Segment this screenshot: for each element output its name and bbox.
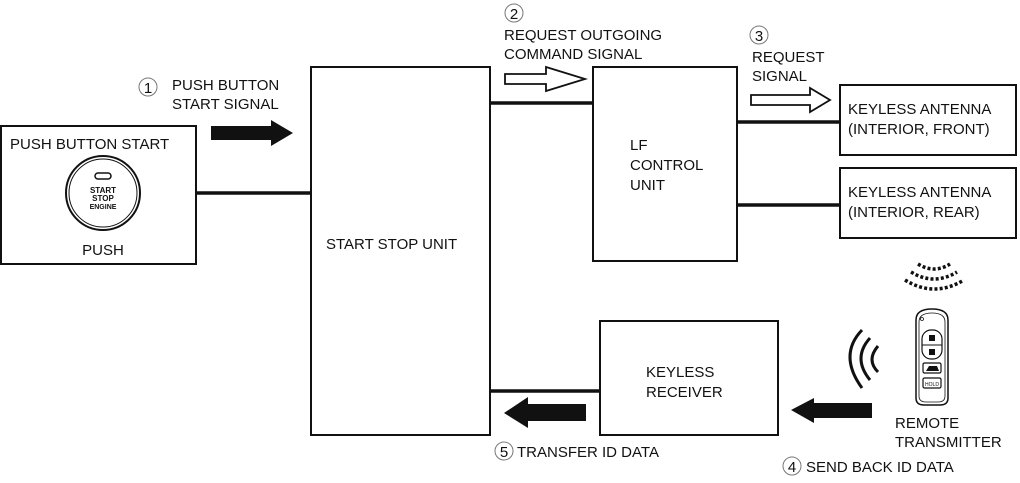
lf-control-unit-box [592,66,738,262]
key-fob-icon[interactable]: HOLD [915,308,949,406]
radio-wave-up-icon [904,262,965,291]
lf-control-line-2: CONTROL [630,157,703,174]
start-stop-button-icon[interactable]: START STOP ENGINE [65,155,141,231]
step-1-circle [138,77,158,97]
step-5-circle [494,441,514,461]
signal-4-label: SEND BACK ID DATA [806,459,954,476]
antenna-front-box [839,84,1017,156]
antenna-rear-line-1: KEYLESS ANTENNA [848,184,991,201]
signal-3-line-2: SIGNAL [752,68,807,85]
antenna-rear-line-2: (INTERIOR, REAR) [848,204,980,221]
hollow-arrow-right-icon [504,65,589,93]
signal-4: 4 SEND BACK ID DATA [782,398,954,476]
fob-hold-label: HOLD [925,382,939,388]
button-line-start: START [90,186,116,195]
signal-2: 2 REQUEST OUTGOING COMMAND SIGNAL [504,3,662,93]
step-3-number: 3 [755,28,763,45]
remote-line-1: REMOTE [895,415,959,432]
solid-arrow-left-icon [791,398,872,423]
start-stop-unit-label: START STOP UNIT [326,236,457,253]
step-1-number: 1 [144,80,152,97]
step-4-circle [782,456,802,476]
receiver-line-2: RECEIVER [646,384,723,401]
panic-hold-button-icon [922,377,942,389]
receiver-line-1: KEYLESS [646,364,714,381]
keyless-receiver-box [599,320,779,436]
signal-3: 3 REQUEST SIGNAL [749,25,832,114]
antenna-front-line-2: (INTERIOR, FRONT) [848,121,990,138]
step-2-number: 2 [510,6,518,23]
button-line-engine: ENGINE [90,204,117,211]
signal-2-line-2: COMMAND SIGNAL [504,46,642,63]
radio-wave-left-icon [848,328,880,389]
signal-1: 1 PUSH BUTTON START SIGNAL [138,77,293,146]
remote-line-2: TRANSMITTER [895,434,1002,451]
hollow-arrow-right-icon [750,86,832,114]
signal-3-line-1: REQUEST [752,49,825,66]
push-caption: PUSH [82,242,124,259]
step-3-circle [749,25,769,45]
push-button-start-title: PUSH BUTTON START [10,136,169,153]
signal-5-label: TRANSFER ID DATA [517,444,659,461]
signal-5: 5 TRANSFER ID DATA [494,397,659,461]
lf-control-line-1: LF [630,137,648,154]
start-stop-unit-box [310,66,491,436]
signal-1-line-2: START SIGNAL [172,96,279,113]
antenna-front-line-1: KEYLESS ANTENNA [848,101,991,118]
step-4-number: 4 [788,459,796,476]
lf-control-line-3: UNIT [630,177,665,194]
signal-1-line-1: PUSH BUTTON [172,77,279,94]
step-2-circle [504,3,524,23]
antenna-rear-box [839,167,1017,239]
solid-arrow-right-icon [211,120,293,146]
signal-2-line-1: REQUEST OUTGOING [504,27,662,44]
button-line-stop: STOP [92,194,114,203]
solid-arrow-left-icon [504,397,586,428]
step-5-number: 5 [500,444,508,461]
